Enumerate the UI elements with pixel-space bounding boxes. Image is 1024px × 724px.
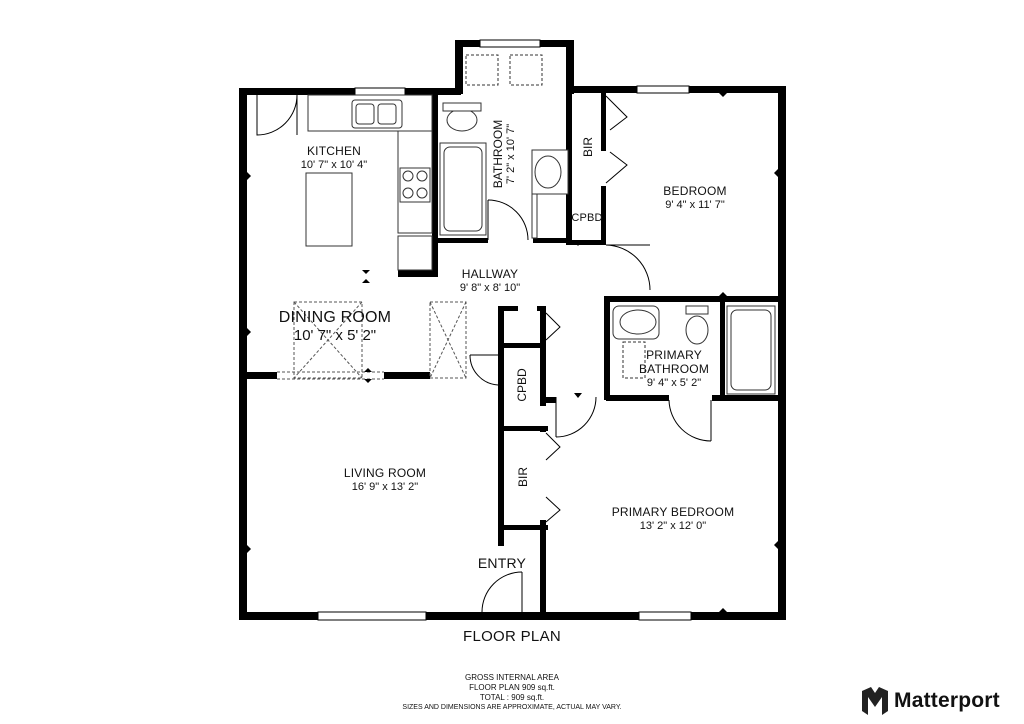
fixtures [305, 54, 776, 395]
primary-bathroom-name-1: PRIMARY [646, 348, 702, 362]
closet-cpbd-top-text: CPBD [571, 212, 603, 224]
primary-bathroom-dims: 9' 4" x 5' 2" [646, 376, 702, 389]
entry-label: ENTRY [470, 555, 534, 571]
closet-cpbd-mid: CPBD [515, 368, 529, 402]
door-swings [256, 94, 712, 613]
primary-bedroom-dims: 13' 2" x 12' 0" [639, 519, 707, 532]
hallway-dims: 9' 8" x 8' 10" [459, 281, 521, 294]
brand-logo: Matterport [862, 686, 1000, 716]
entry-name: ENTRY [477, 555, 527, 571]
floor-plan-caption: FLOOR PLAN [462, 628, 562, 645]
bedroom-name: BEDROOM [663, 184, 727, 198]
living-room-name: LIVING ROOM [343, 466, 427, 480]
window-openings [317, 39, 692, 621]
matterport-logo-icon [862, 687, 888, 715]
bedroom-dims: 9' 4" x 11' 7" [665, 198, 725, 211]
primary-bedroom-label: PRIMARY BEDROOM 13' 2" x 12' 0" [600, 505, 746, 532]
kitchen-dims: 10' 7" x 10' 4" [300, 158, 368, 171]
bathroom-label: BATHROOM 7' 2" x 10' 7" [491, 104, 519, 204]
primary-bathroom-name-2: BATHROOM [638, 361, 710, 376]
area-summary: GROSS INTERNAL AREA FLOOR PLAN 909 sq.ft… [362, 673, 662, 713]
hallway-name: HALLWAY [461, 267, 519, 281]
dining-room-dims: 10' 7" x 5' 2" [293, 327, 377, 345]
bathroom-name: BATHROOM [491, 119, 505, 189]
dining-room-label: DINING ROOM 10' 7" x 5' 2" [270, 309, 400, 345]
kitchen-label: KITCHEN 10' 7" x 10' 4" [278, 144, 390, 171]
closet-bir-mid: BIR [516, 467, 530, 488]
primary-bathroom-label: PRIMARY BATHROOM 9' 4" x 5' 2" [626, 348, 722, 389]
area-line-1: GROSS INTERNAL AREA [465, 673, 559, 682]
hallway-label: HALLWAY 9' 8" x 8' 10" [440, 267, 540, 294]
area-line-2: FLOOR PLAN 909 sq.ft. [469, 683, 555, 692]
interior-walls [247, 93, 786, 620]
living-room-label: LIVING ROOM 16' 9" x 13' 2" [320, 466, 450, 493]
brand-name: Matterport [894, 689, 1000, 712]
bathroom-dims: 7' 2" x 10' 7" [505, 123, 517, 185]
dimension-markers [247, 93, 778, 612]
primary-bedroom-name: PRIMARY BEDROOM [611, 505, 735, 519]
closet-cpbd-top: CPBD [569, 212, 605, 225]
living-room-dims: 16' 9" x 13' 2" [351, 480, 419, 493]
bedroom-label: BEDROOM 9' 4" x 11' 7" [640, 184, 750, 211]
area-line-3: TOTAL : 909 sq.ft. [479, 693, 545, 702]
area-disclaimer: SIZES AND DIMENSIONS ARE APPROXIMATE, AC… [402, 704, 622, 711]
closet-bir-top: BIR [581, 137, 595, 158]
kitchen-name: KITCHEN [306, 144, 362, 158]
dashed-openings [277, 301, 467, 380]
dining-room-name: DINING ROOM [278, 309, 392, 326]
